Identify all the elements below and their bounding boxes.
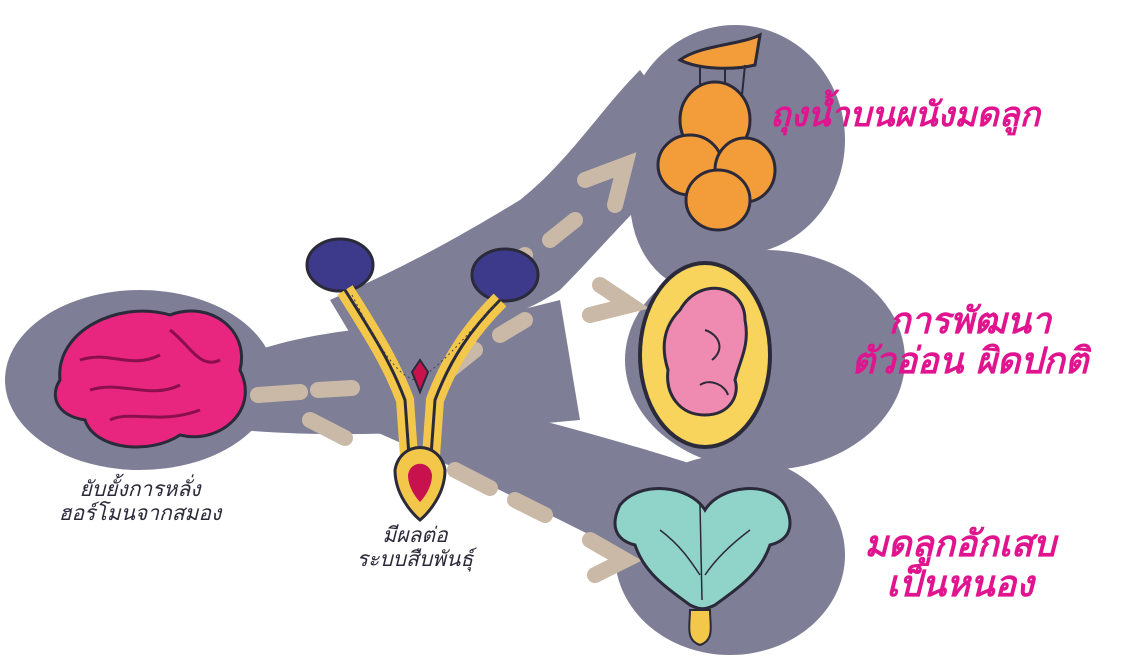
brain-illustration [53,309,247,449]
embryo-illustration [638,261,772,449]
cyst-illustration [656,32,777,232]
outcome-middle-label: การพัฒนา ตัวอ่อน ผิดปกติ [805,301,1135,383]
outcome-middle-line-1: การพัฒนา [888,301,1052,342]
outcome-bottom-line-2: เป็นหนอง [886,564,1034,606]
reproductive-system-illustration [305,237,540,522]
reproductive-label-line-2: ระบบสืบพันธุ์ [356,546,474,571]
uterus-illustration [613,487,792,647]
reproductive-label: มีผลต่อ ระบบสืบพันธุ์ [325,523,505,571]
outcome-bottom-label: มดลูกอักเสบ เป็นหนอง [815,524,1105,606]
brain-label: ยับยั้งการหลั่ง ฮอร์โมนจากสมอง [20,477,260,525]
outcome-bottom-line-1: มดลูกอักเสบ [864,524,1056,565]
outcome-middle-line-2: ตัวอ่อน ผิดปกติ [851,341,1089,383]
brain-label-line-2: ฮอร์โมนจากสมอง [58,500,222,525]
outcome-top-label: ถุงน้ำบนผนังมดลูก [770,95,1041,135]
reproductive-label-line-1: มีผลต่อ [382,523,448,547]
brain-label-line-1: ยับยั้งการหลั่ง [79,477,201,501]
